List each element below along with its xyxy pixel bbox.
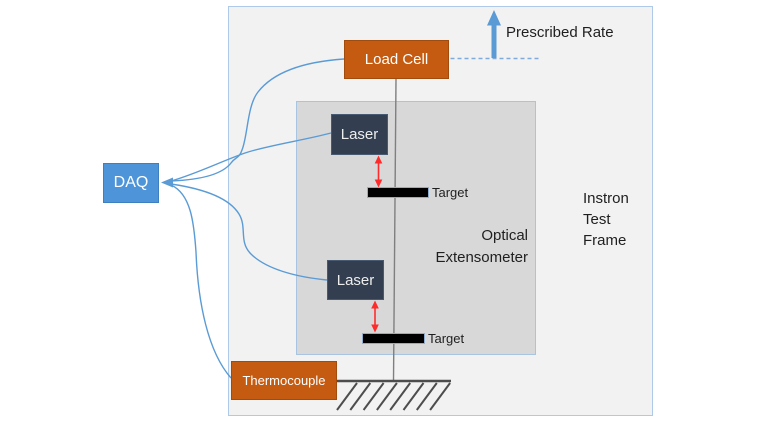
thermocouple-label: Thermocouple xyxy=(242,373,326,388)
hatch-line xyxy=(415,382,438,411)
red-arrow-head xyxy=(374,179,383,188)
hatch-line xyxy=(402,382,425,411)
laser-gap-arrow-top-icon xyxy=(374,155,383,188)
instron-line1: Instron xyxy=(583,190,629,207)
prescribed-rate-label: Prescribed Rate xyxy=(506,24,614,41)
hatch-line xyxy=(389,382,412,411)
hatch-line xyxy=(349,382,372,411)
optical-extensometer-line2: Extensometer xyxy=(435,249,528,266)
hatch-line xyxy=(362,382,385,411)
hatch-line xyxy=(336,382,358,411)
laser-gap-arrow-bottom-icon xyxy=(371,300,379,333)
optical-extensometer-line1: Optical xyxy=(481,227,528,244)
instron-line2: Test xyxy=(583,211,611,228)
optical-extensometer-label: Optical Extensometer xyxy=(398,225,528,269)
hatch-line xyxy=(376,382,398,411)
instron-line3: Frame xyxy=(583,232,627,249)
target-top-label: Target xyxy=(432,185,469,200)
laser-top-box: Laser xyxy=(331,114,388,155)
prescribed-rate-arrow-head xyxy=(487,10,501,26)
laser-bottom-box: Laser xyxy=(327,260,384,300)
connector-daq-laser-bottom xyxy=(170,183,328,281)
red-arrow-head xyxy=(371,300,379,309)
daq-label: DAQ xyxy=(113,174,149,191)
connector-daq-laser-top xyxy=(170,132,332,182)
instron-test-frame-label: Instron Test Frame xyxy=(583,188,629,251)
target-bottom-label: Target xyxy=(428,331,465,346)
thermocouple-box: Thermocouple xyxy=(231,361,337,400)
red-arrow-head xyxy=(371,324,379,333)
laser-top-label: Laser xyxy=(340,126,379,143)
specimen-line xyxy=(392,78,397,382)
load-cell-box: Load Cell xyxy=(344,40,449,79)
target-bottom-bar xyxy=(362,333,425,344)
connector-daq-load-cell xyxy=(170,58,345,182)
red-arrow-head xyxy=(374,155,383,164)
daq-box: DAQ xyxy=(103,163,159,203)
hatch-line xyxy=(429,382,451,411)
daq-connectors xyxy=(170,58,345,379)
connector-daq-thermocouple xyxy=(170,184,232,379)
ground-hatch-icon xyxy=(336,379,451,411)
daq-arrowhead-icon xyxy=(161,177,173,188)
laser-bottom-label: Laser xyxy=(336,271,375,289)
prescribed-rate-arrow-icon xyxy=(487,10,501,58)
target-top-bar xyxy=(367,187,429,198)
load-cell-label: Load Cell xyxy=(364,51,429,68)
